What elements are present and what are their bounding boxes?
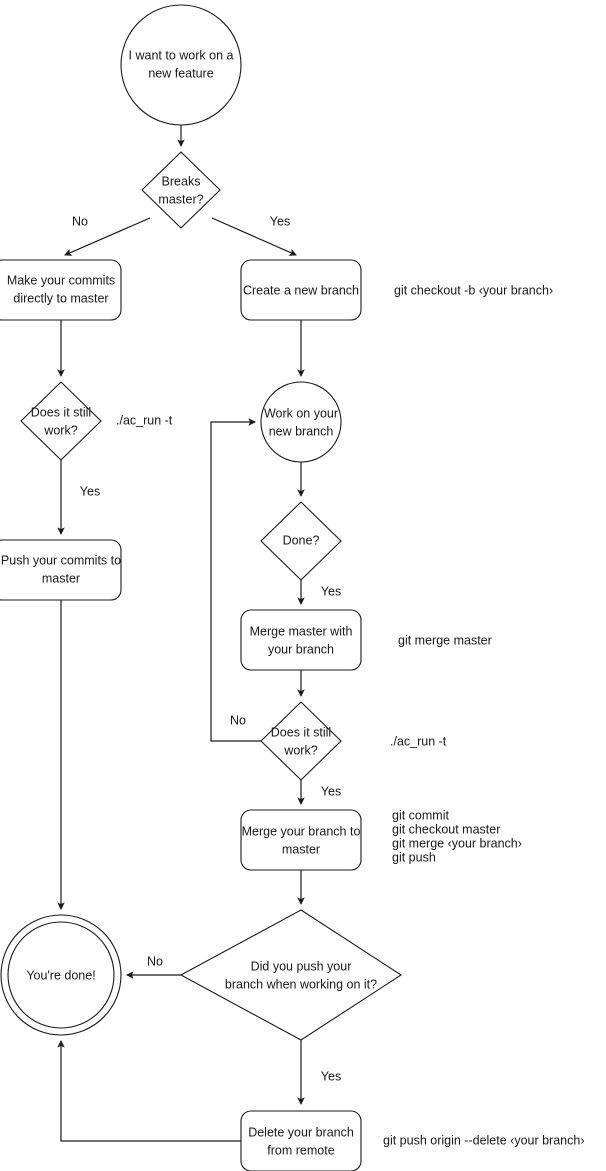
left-still-work-diamond: [20, 381, 102, 461]
node-make-commits-label-line2: directly to master: [13, 291, 108, 305]
edge-label-right-work-yes: Yes: [321, 784, 341, 798]
annotation-merge-branch-cmd-1: git commit: [392, 808, 449, 822]
work-branch-circle: [260, 381, 342, 463]
node-work-branch-label-line1: Work on your: [264, 406, 338, 420]
node-right-still-work-label-line2: work?: [283, 743, 317, 757]
edge-label-done-yes: Yes: [321, 584, 341, 598]
node-start-label-line2: new feature: [148, 66, 213, 80]
node-done-question[interactable]: Done?: [260, 501, 342, 581]
node-make-commits-label-line1: Make your commits: [7, 273, 115, 287]
annotation-left-test-cmd: ./ac_run -t: [116, 413, 173, 427]
edge-label-did-push-no: No: [147, 954, 163, 968]
node-left-still-work[interactable]: Does it still work?: [20, 381, 102, 461]
edge-still-work-no-loop-to-work-branch: [210, 418, 261, 742]
edge-label-did-push-yes: Yes: [321, 1069, 341, 1083]
node-work-branch-label-line2: new branch: [269, 424, 334, 438]
node-merge-branch-label-line2: master: [282, 842, 320, 856]
create-branch-box: [240, 259, 362, 321]
node-merge-master-label-line2: your branch: [268, 642, 334, 656]
make-commits-box: [0, 259, 122, 321]
node-left-still-work-label-line1: Does it still: [31, 405, 91, 419]
node-start-label-line1: I want to work on a: [129, 48, 234, 62]
node-delete-branch-label-line2: from remote: [267, 1143, 334, 1157]
node-push-commits-label-line1: Push your commits to: [1, 553, 121, 567]
edge-delete-branch-to-youre-done: [57, 1039, 241, 1142]
node-youre-done-label: You're done!: [26, 968, 95, 982]
annotation-right-test-cmd: ./ac_run -t: [390, 734, 447, 748]
annotation-merge-branch-cmd-3: git merge ‹your branch›: [392, 836, 522, 850]
node-did-you-push-label-line1: Did you push your: [251, 959, 352, 973]
node-merge-master[interactable]: Merge master with your branch: [240, 609, 362, 671]
node-right-still-work-label-line1: Does it still: [271, 725, 331, 739]
node-breaks-master-label-line2: master?: [158, 192, 203, 206]
node-delete-branch-label-line1: Delete your branch: [248, 1125, 354, 1139]
node-push-commits-label-line2: master: [42, 571, 80, 585]
breaks-master-diamond: [141, 151, 221, 229]
node-breaks-master[interactable]: Breaks master?: [141, 151, 221, 229]
edge-breaks-no-to-make-commits: [64, 217, 151, 256]
merge-master-box: [240, 609, 362, 671]
node-delete-branch[interactable]: Delete your branch from remote: [240, 1110, 362, 1171]
merge-branch-box: [240, 809, 362, 871]
node-merge-branch-label-line1: Merge your branch to: [242, 824, 361, 838]
done-question-diamond: [260, 501, 342, 581]
delete-branch-box: [240, 1110, 362, 1171]
annotation-merge-branch-cmd-2: git checkout master: [392, 822, 500, 836]
edge-label-left-work-yes: Yes: [80, 484, 100, 498]
node-youre-done[interactable]: You're done!: [0, 914, 122, 1036]
edge-label-breaks-no: No: [72, 214, 88, 228]
node-start[interactable]: I want to work on a new feature: [120, 4, 242, 126]
node-work-branch[interactable]: Work on your new branch: [260, 381, 342, 463]
node-did-you-push-label-line2: branch when working on it?: [225, 977, 377, 991]
annotation-merge-branch-cmd-4: git push: [392, 850, 436, 864]
node-create-branch-label-line1: Create a new branch: [243, 283, 359, 297]
did-you-push-diamond: [179, 909, 403, 1041]
edge-breaks-yes-to-create-branch: [211, 217, 297, 256]
node-did-you-push[interactable]: Did you push your branch when working on…: [179, 909, 403, 1041]
right-still-work-diamond: [260, 701, 342, 781]
start-circle: [120, 4, 242, 126]
node-breaks-master-label-line1: Breaks: [162, 174, 201, 188]
annotation-create-branch-cmd: git checkout -b ‹your branch›: [394, 283, 553, 297]
node-right-still-work[interactable]: Does it still work?: [260, 701, 342, 781]
node-merge-master-label-line1: Merge master with: [250, 624, 353, 638]
annotation-delete-branch-cmd: git push origin --delete ‹your branch›: [383, 1133, 585, 1147]
edges-layer: [57, 125, 305, 1142]
node-create-branch[interactable]: Create a new branch: [240, 259, 362, 321]
edge-label-breaks-yes: Yes: [270, 214, 290, 228]
edge-label-right-work-no: No: [230, 713, 246, 727]
node-merge-branch[interactable]: Merge your branch to master: [240, 809, 362, 871]
node-left-still-work-label-line2: work?: [43, 423, 77, 437]
youre-done-inner-circle: [7, 921, 115, 1029]
annotation-merge-master-cmd: git merge master: [398, 633, 492, 647]
node-push-commits[interactable]: Push your commits to master: [0, 539, 122, 601]
node-done-question-label-line1: Done?: [283, 533, 320, 547]
node-make-commits[interactable]: Make your commits directly to master: [0, 259, 122, 321]
push-commits-box: [0, 539, 122, 601]
